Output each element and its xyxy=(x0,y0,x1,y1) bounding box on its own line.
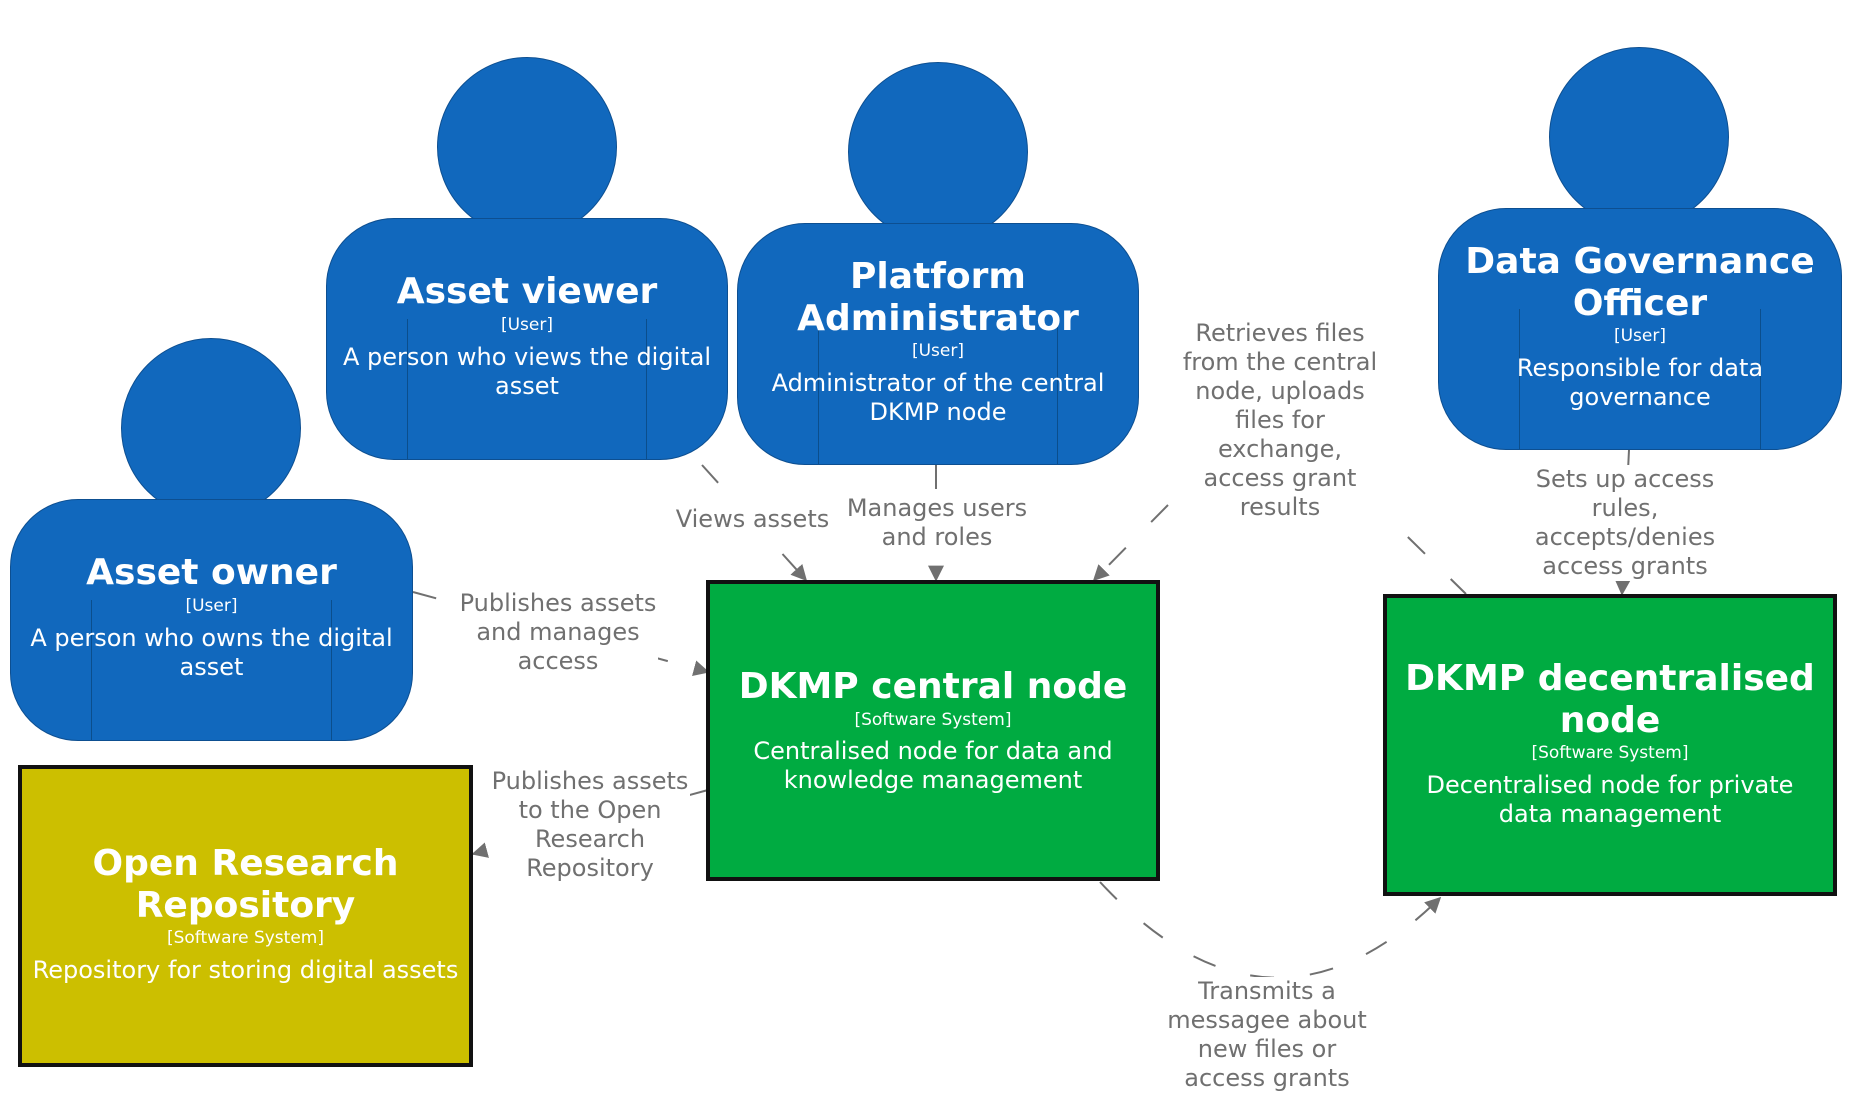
asset-owner-person[interactable]: Asset owner [User] A person who owns the… xyxy=(10,499,413,741)
rel-label-publishes: Publishes assets and manages access xyxy=(458,589,658,676)
dgo-person[interactable]: Data Governance Officer [User] Responsib… xyxy=(1438,208,1842,450)
dkmp-decentralised-node[interactable]: DKMP decentralised node [Software System… xyxy=(1383,594,1837,896)
asset-viewer-head xyxy=(437,57,617,237)
rel-label-views: Views assets xyxy=(670,505,835,534)
asset-viewer-desc: A person who views the digital asset xyxy=(342,343,712,400)
dkmp-central-desc: Centralised node for data and knowledge … xyxy=(753,737,1113,794)
platform-admin-title: Platform Administrator xyxy=(797,256,1079,339)
asset-viewer-title: Asset viewer xyxy=(396,271,658,312)
orr-desc: Repository for storing digital assets xyxy=(32,956,459,984)
platform-admin-head xyxy=(848,62,1028,242)
platform-admin-tag: [User] xyxy=(911,341,964,361)
dgo-tag: [User] xyxy=(1613,326,1666,346)
edge-publishes xyxy=(412,591,710,676)
rel-label-retrieves: Retrieves files from the central node, u… xyxy=(1175,319,1385,522)
asset-owner-title: Asset owner xyxy=(86,552,337,593)
asset-viewer-tag: [User] xyxy=(500,315,553,335)
dkmp-central-title: DKMP central node xyxy=(738,666,1128,707)
platform-admin-person[interactable]: Platform Administrator [User] Administra… xyxy=(737,223,1139,465)
dgo-title: Data Governance Officer xyxy=(1465,241,1815,324)
orr-tag: [Software System] xyxy=(166,928,324,948)
asset-owner-head xyxy=(121,338,301,518)
platform-admin-desc: Administrator of the central DKMP node xyxy=(771,369,1105,426)
dkmp-decentralised-desc: Decentralised node for private data mana… xyxy=(1426,771,1794,828)
asset-owner-tag: [User] xyxy=(185,596,238,616)
dgo-head xyxy=(1549,47,1729,227)
edge-retrieves-a xyxy=(1092,504,1169,582)
dkmp-central-node[interactable]: DKMP central node [Software System] Cent… xyxy=(706,580,1160,881)
rel-label-transmits: Transmits a messagee about new files or … xyxy=(1167,977,1367,1093)
rel-label-manages: Manages users and roles xyxy=(842,494,1032,552)
open-research-repository[interactable]: Open Research Repository [Software Syste… xyxy=(18,765,473,1067)
orr-title: Open Research Repository xyxy=(92,843,399,926)
asset-viewer-person[interactable]: Asset viewer [User] A person who views t… xyxy=(326,218,728,460)
rel-label-setsup: Sets up access rules, accepts/denies acc… xyxy=(1530,465,1720,581)
asset-owner-desc: A person who owns the digital asset xyxy=(30,624,393,681)
dkmp-central-tag: [Software System] xyxy=(854,710,1012,730)
edge-transmits xyxy=(1099,881,1442,979)
rel-label-publishes-orr: Publishes assets to the Open Research Re… xyxy=(490,767,690,883)
dkmp-decentralised-tag: [Software System] xyxy=(1531,743,1689,763)
dgo-desc: Responsible for data governance xyxy=(1516,354,1764,411)
dkmp-decentralised-title: DKMP decentralised node xyxy=(1405,658,1815,741)
